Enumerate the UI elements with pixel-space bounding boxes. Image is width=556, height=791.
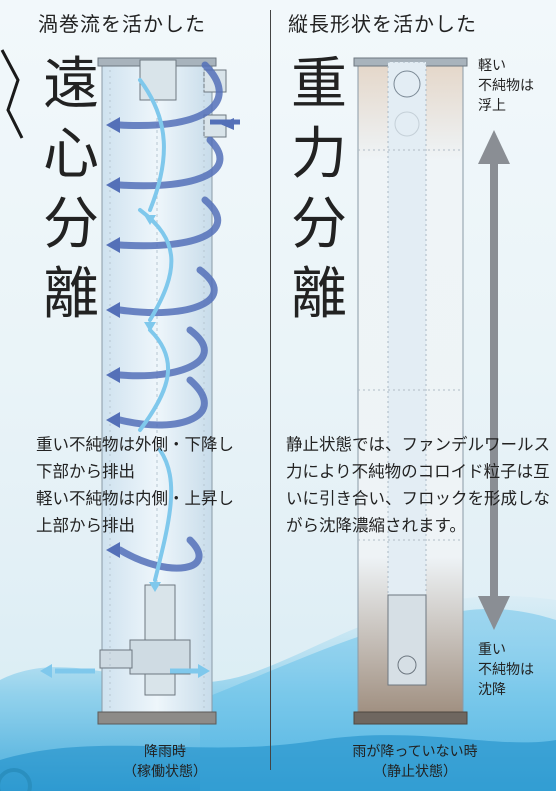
right-title: 重 力 分 離: [284, 50, 354, 330]
right-title-char: 分: [291, 192, 347, 257]
float-label: 軽い 不純物は 浮上: [478, 56, 534, 116]
left-header: 渦巻流を活かした: [38, 12, 206, 36]
splash-decoration: [0, 49, 24, 139]
right-title-char: 離: [291, 262, 347, 327]
up-down-arrow: [478, 130, 510, 630]
right-description-line: 静止状態では、ファンデルワールス: [286, 435, 550, 454]
sink-label: 重い 不純物は 沈降: [478, 640, 534, 700]
left-title-char: 離: [43, 262, 99, 327]
right-description: 静止状態では、ファンデルワールス 力により不純物のコロイド粒子は互 いに引き合い…: [286, 431, 556, 539]
right-description-line: いに引き合い、フロックを形成しな: [286, 489, 550, 508]
right-caption-line: 雨が降っていない時: [352, 744, 478, 760]
vortex-arrows: [40, 61, 240, 678]
left-description-line: 下部から排出: [36, 462, 135, 481]
centrifugal-pipe-illustration: [97, 57, 227, 725]
sink-label-line: 不純物は: [478, 662, 534, 678]
left-title-char: 心: [43, 122, 99, 187]
right-title-char: 重: [291, 52, 347, 117]
left-title-char: 遠: [43, 52, 99, 117]
bubble-decoration: [0, 768, 32, 791]
left-title-char: 分: [43, 192, 99, 257]
left-description: 重い不純物は外側・下降し 下部から排出 軽い不純物は内側・上昇し 上部から排出: [36, 431, 266, 539]
left-caption-line: （稼働状態）: [123, 764, 207, 780]
left-description-line: 重い不純物は外側・下降し: [36, 435, 234, 454]
right-description-line: 力により不純物のコロイド粒子は互: [286, 462, 550, 481]
sink-label-line: 沈降: [478, 682, 506, 698]
right-title-char: 力: [291, 122, 347, 187]
sink-label-line: 重い: [478, 642, 506, 658]
right-caption: 雨が降っていない時 （静止状態）: [330, 742, 500, 782]
left-description-line: 上部から排出: [36, 516, 135, 535]
gravity-pipe-illustration: [353, 57, 468, 725]
left-description-line: 軽い不純物は内側・上昇し: [36, 489, 234, 508]
left-caption: 降雨時 （稼働状態）: [90, 742, 240, 782]
right-caption-line: （静止状態）: [373, 764, 457, 780]
right-description-line: がら沈降濃縮されます。: [286, 516, 466, 535]
float-label-line: 軽い: [478, 58, 506, 74]
float-label-line: 不純物は: [478, 78, 534, 94]
right-header: 縦長形状を活かした: [288, 12, 477, 36]
float-label-line: 浮上: [478, 98, 506, 114]
center-divider: [270, 10, 271, 770]
left-title: 遠 心 分 離: [36, 50, 106, 330]
left-caption-line: 降雨時: [144, 744, 186, 760]
